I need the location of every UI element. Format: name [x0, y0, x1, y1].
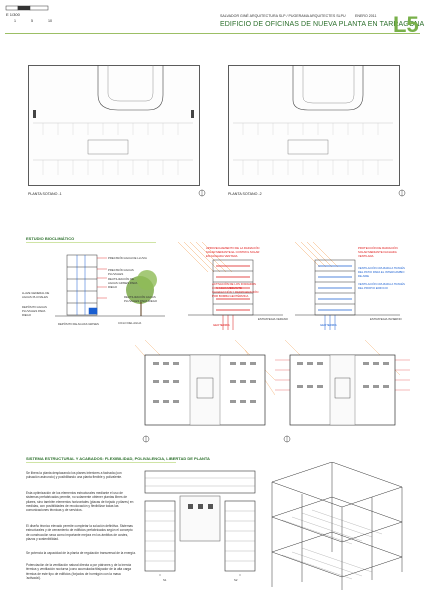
water-label: PRECISIÓN AGUA DE LLUVIA — [108, 256, 147, 260]
winter-geothermal: GEOTERMIA — [320, 323, 337, 327]
structure-title: SISTEMA ESTRUCTURAL Y ACABADOS: FLEXIBIL… — [26, 456, 210, 461]
summer-label: APROVECHAMIENTO DE LA RADIACIÓN SOLAR ME… — [206, 246, 260, 258]
bioclimatic-title: ESTUDIO BIOCLIMÁTICO — [26, 236, 75, 241]
scale-tick: 1 — [14, 19, 16, 23]
water-label: LLAVE GENERAL DE AGUAS PLUVIALES — [22, 291, 50, 299]
scale-bar: E 1/300 — [6, 12, 20, 17]
water-label: REUTILIZACIÓN AGUAS PLUVIALES PARA RIEGO — [124, 295, 158, 303]
winter-floor-plan — [275, 340, 410, 426]
scale-tick: 10 — [48, 19, 52, 23]
north-arrow-icon — [283, 435, 291, 443]
date: ENERO 2011 — [355, 14, 377, 18]
water-cycle-caption: CICLO DEL AGUA — [118, 321, 142, 325]
section-label-s2: S2 — [234, 578, 238, 582]
water-cycle-section — [55, 254, 165, 317]
water-label: DEPÓSITO AGUAS PLUVIALES PARA RIEGO — [22, 305, 47, 317]
structure-paragraph: El diseño técnico elevado permite comple… — [26, 524, 133, 541]
basement-2-caption: PLANTA SOTANO -2 — [228, 192, 262, 196]
structure-paragraph: Se libera la planta desplazando los plan… — [26, 471, 123, 480]
summer-label: ACTIVACIÓN DE LOS FORJADOS CON AGUA MEDI… — [212, 282, 259, 298]
structural-axonometric — [271, 462, 403, 590]
sheet-number: L5 — [393, 12, 419, 37]
summer-caption: ESTRATEGIA VERANO — [258, 317, 288, 321]
water-label: PRECISIÓN AGUAS PLUVIALES — [108, 268, 134, 276]
basement-plan-2 — [228, 65, 400, 186]
summer-strategy-section — [178, 242, 283, 330]
winter-label: VENTILACIÓN CRUZADA A TRAVÉS DEL PROPIO … — [358, 282, 405, 290]
scale-ticks: 1 5 10 — [14, 19, 52, 23]
section-label-s1: S1 — [163, 578, 167, 582]
winter-label: PROTECCIÓN DE RADIACIÓN SOLAR MEDIANTE F… — [358, 246, 398, 258]
structure-rule — [26, 462, 176, 463]
structural-floor-plan — [144, 470, 256, 576]
north-arrow-icon — [398, 189, 406, 197]
winter-caption: ESTRATEGIA INVIERNO — [370, 317, 402, 321]
winter-label: VENTILACIÓN CRUZADA A TRAVÉS DEL PATIO P… — [358, 266, 405, 278]
page-title: EDIFICIO DE OFICINAS DE NUEVA PLANTA EN … — [220, 21, 425, 28]
bioclimatic-rule — [26, 242, 156, 243]
winter-strategy-section — [295, 242, 400, 330]
summer-geothermal: GEOTERMIA — [213, 323, 230, 327]
scale-label: E 1/300 — [6, 12, 20, 17]
authors: SALVADOR GINÉ ARQUITECTURA SLP / PUGERAM… — [220, 14, 346, 18]
north-arrow-icon — [142, 435, 150, 443]
scale-bar-graphic — [5, 5, 49, 11]
water-label: REUTILIZACIÓN DE AGUAS GRISES PARA RIEGO — [108, 277, 138, 289]
basement-1-caption: PLANTA SOTANO -1 — [28, 192, 62, 196]
scale-tick: 5 — [31, 19, 33, 23]
structure-paragraph: Esta optimización de los elementos estru… — [26, 491, 134, 513]
north-arrow-icon — [198, 189, 206, 197]
basement-plan-1 — [28, 65, 200, 186]
structure-paragraph: Potenciación de la ventilación natural d… — [26, 563, 132, 580]
water-label: DEPÓSITO DE AGUAS GRISES — [58, 322, 99, 326]
header-rule — [5, 33, 420, 34]
structure-paragraph: Se potencia la capacidad de la planta de… — [26, 551, 136, 555]
summer-floor-plan — [135, 340, 275, 426]
